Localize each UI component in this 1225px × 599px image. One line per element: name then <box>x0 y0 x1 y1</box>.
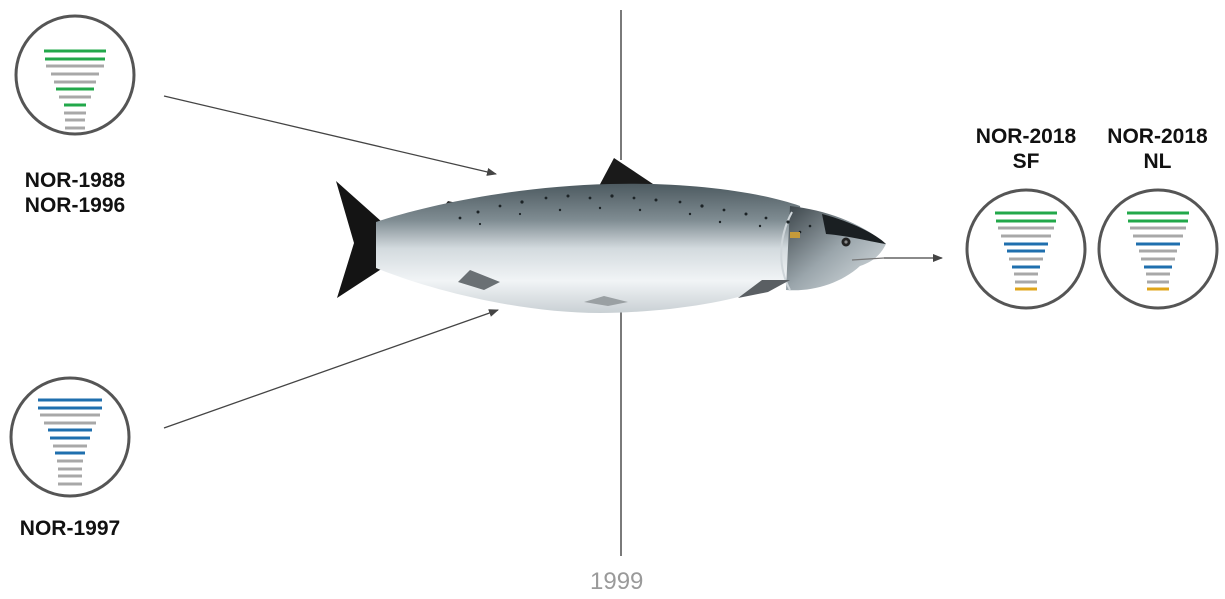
pedigree-circle-icon-nor-2018-nl <box>1099 190 1217 308</box>
target-label-sf: NOR-2018 SF <box>956 124 1096 174</box>
timeline-year-label: 1999 <box>590 568 643 596</box>
target-nl-line2: NL <box>1090 149 1225 174</box>
target-nl-line1: NOR-2018 <box>1090 124 1225 149</box>
source-name-1: NOR-1988 <box>0 168 150 193</box>
target-label-nl: NOR-2018 NL <box>1090 124 1225 174</box>
pedigree-circle-icon-nor-1988 <box>16 16 134 134</box>
source-label-nor-1997: NOR-1997 <box>0 516 140 541</box>
arrow-icon-upper-left <box>164 96 496 174</box>
target-sf-line1: NOR-2018 <box>956 124 1096 149</box>
source-name-2: NOR-1996 <box>0 193 150 218</box>
arrow-icon-lower-left <box>164 310 498 428</box>
source-name-3: NOR-1997 <box>0 516 140 541</box>
target-sf-line2: SF <box>956 149 1096 174</box>
pedigree-circle-icon-nor-1997 <box>11 378 129 496</box>
pedigree-circle-icon-nor-2018-sf <box>967 190 1085 308</box>
source-label-nor-1988: NOR-1988 NOR-1996 <box>0 168 150 218</box>
salmon-image <box>336 158 886 313</box>
